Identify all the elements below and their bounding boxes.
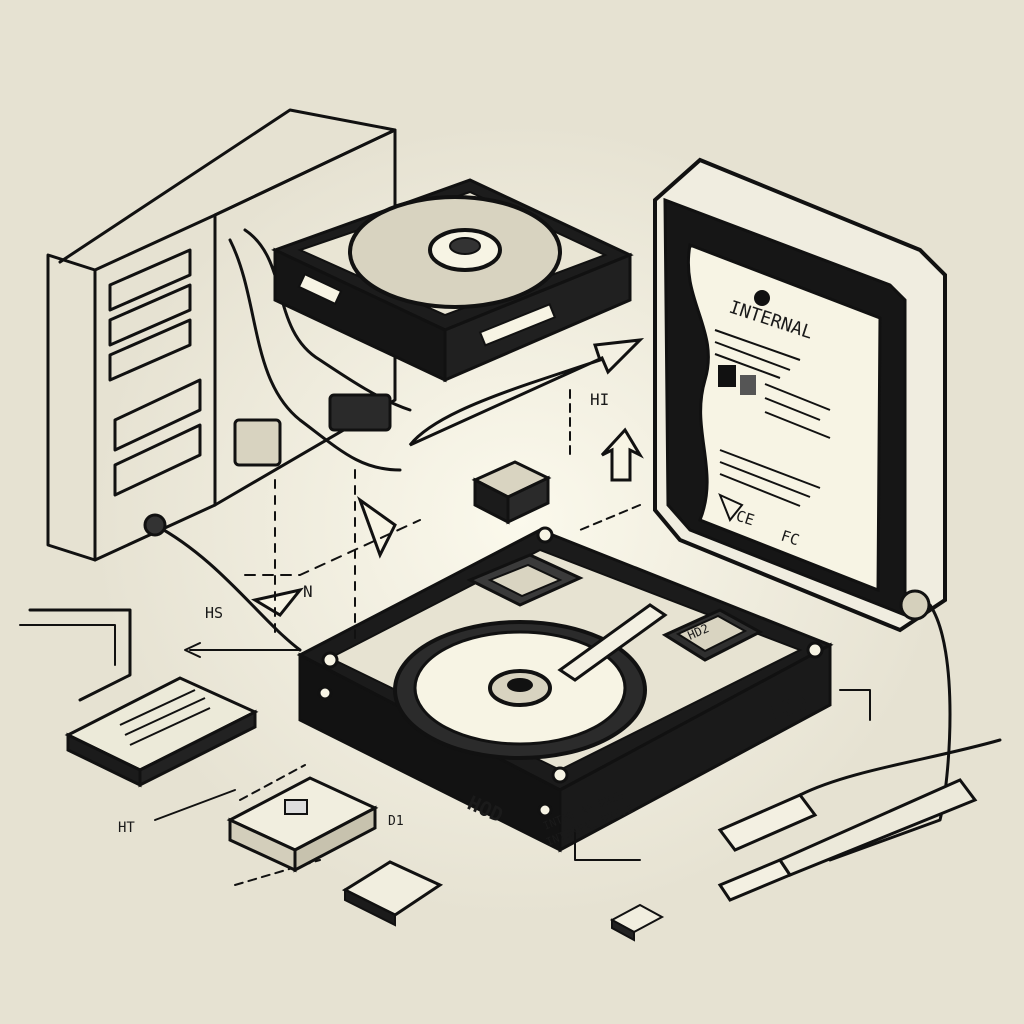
external-hdd-right (653, 157, 952, 862)
label-logo (718, 365, 736, 387)
label-fc: FC (779, 527, 802, 550)
chip-hd2 (661, 608, 764, 662)
sd-card (341, 860, 444, 927)
case-screws (317, 526, 824, 818)
warning-triangle-icon (718, 493, 744, 522)
label-hs: HS (205, 604, 223, 622)
floating-hdd-top (271, 178, 634, 383)
arrow-connection-lines (154, 338, 871, 886)
main-hdd-open (296, 526, 834, 853)
ssd-card (64, 676, 259, 788)
label-text-lines (714, 329, 831, 507)
floating-connector (471, 460, 552, 525)
label-ce: CE (734, 507, 757, 530)
usb-cable (717, 738, 1002, 902)
label-d1: D1 (388, 814, 404, 829)
micro-chip (609, 903, 665, 942)
label-n: N (303, 582, 313, 601)
memory-module (226, 776, 379, 873)
small-components (19, 608, 665, 942)
pc-tower (46, 108, 412, 652)
label-ht: HT (118, 820, 135, 836)
actuator-arm (557, 603, 668, 682)
label-hi: HI (590, 390, 609, 409)
